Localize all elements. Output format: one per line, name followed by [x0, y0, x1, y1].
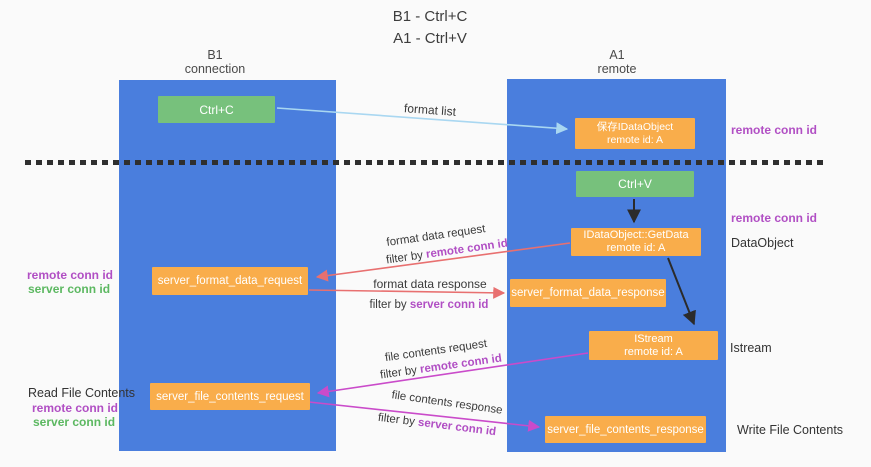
node-server-format-data-response-label: server_format_data_response	[511, 287, 665, 299]
annotation-left-server-conn-id-top: server conn id	[28, 282, 111, 296]
annotation-read-file-contents: Read File Contents	[28, 386, 136, 400]
node-server-format-data-request: server_format_data_request	[152, 267, 308, 295]
phase-separator-line	[25, 160, 825, 165]
filter-prefix: filter by	[379, 363, 421, 382]
edge-label-format-data-response: format data response	[373, 277, 487, 291]
node-server-file-contents-response-label: server_file_contents_response	[547, 423, 704, 436]
filter-prefix: filter by	[377, 411, 419, 429]
diagram-title-line1: B1 - Ctrl+C	[392, 8, 468, 25]
node-ctrl-v-label: Ctrl+V	[618, 177, 652, 191]
node-istream-line1: IStream	[634, 332, 673, 345]
node-server-file-contents-request: server_file_contents_request	[150, 383, 310, 410]
node-server-file-contents-response: server_file_contents_response	[545, 416, 706, 443]
node-idataobject-getdata-line2: remote id: A	[606, 242, 666, 254]
node-save-idataobject: 保存IDataObject remote id: A	[575, 118, 695, 149]
node-idataobject-getdata: IDataObject::GetData remote id: A	[571, 228, 701, 256]
node-ctrl-c: Ctrl+C	[158, 96, 275, 123]
lane-a1-role: remote	[597, 62, 637, 76]
annotation-remote-conn-id-top: remote conn id	[731, 123, 818, 137]
edge-label-file-contents-response: file contents response	[390, 389, 504, 417]
node-idataobject-getdata-line1: IDataObject::GetData	[583, 229, 689, 241]
annotation-left-remote-conn-id-bottom: remote conn id	[32, 401, 119, 415]
annotation-write-file-contents: Write File Contents	[737, 423, 844, 437]
node-server-format-data-response: server_format_data_response	[510, 279, 666, 307]
lane-header-a1: A1 remote	[557, 48, 677, 76]
node-istream-line2: remote id: A	[624, 345, 683, 358]
node-save-idataobject-line1: 保存IDataObject	[596, 120, 674, 133]
node-server-file-contents-request-label: server_file_contents_request	[156, 390, 304, 403]
node-server-format-data-request-label: server_format_data_request	[157, 275, 303, 287]
annotation-left-remote-conn-id-top: remote conn id	[27, 268, 114, 282]
node-ctrl-v: Ctrl+V	[576, 171, 694, 197]
lane-b1-role: connection	[184, 62, 246, 76]
filter-key-server-conn-id: server conn id	[409, 299, 489, 311]
annotation-remote-conn-id-mid: remote conn id	[731, 211, 818, 225]
filter-key-server-conn-id: server conn id	[417, 416, 497, 439]
lane-b1-name: B1	[207, 48, 223, 62]
diagram-title-line2: A1 - Ctrl+V	[393, 30, 467, 47]
annotation-dataobject: DataObject	[731, 236, 794, 250]
edge-label-format-list: format list	[403, 101, 457, 119]
diagram-title: B1 - Ctrl+C A1 - Ctrl+V	[280, 6, 580, 50]
lane-a1-name: A1	[609, 48, 625, 62]
edge-label-format-response-filter: filter by server conn id	[370, 299, 489, 311]
node-istream: IStream remote id: A	[589, 331, 718, 360]
filter-prefix: filter by	[369, 299, 410, 311]
edge-label-file-response-filter: filter by server conn id	[377, 412, 496, 438]
lane-header-b1: B1 connection	[155, 48, 275, 76]
annotation-left-server-conn-id-bottom: server conn id	[33, 415, 116, 429]
node-ctrl-c-label: Ctrl+C	[199, 102, 234, 117]
node-save-idataobject-line2: remote id: A	[606, 133, 664, 146]
annotation-istream: Istream	[730, 341, 772, 355]
filter-prefix: filter by	[385, 248, 427, 267]
